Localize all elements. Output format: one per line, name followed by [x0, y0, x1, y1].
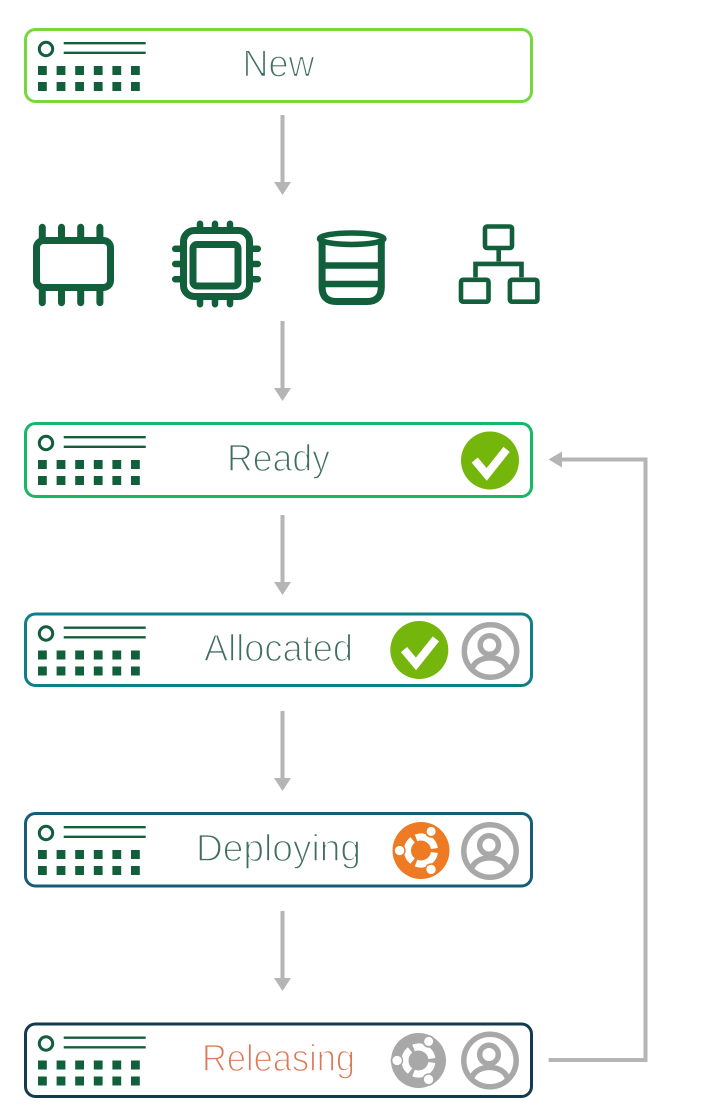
svg-text:Ready: Ready: [227, 438, 330, 480]
svg-text:Releasing: Releasing: [202, 1038, 355, 1080]
svg-text:Deploying: Deploying: [196, 828, 361, 870]
svg-text:New: New: [243, 44, 316, 86]
svg-text:Allocated: Allocated: [204, 628, 353, 670]
